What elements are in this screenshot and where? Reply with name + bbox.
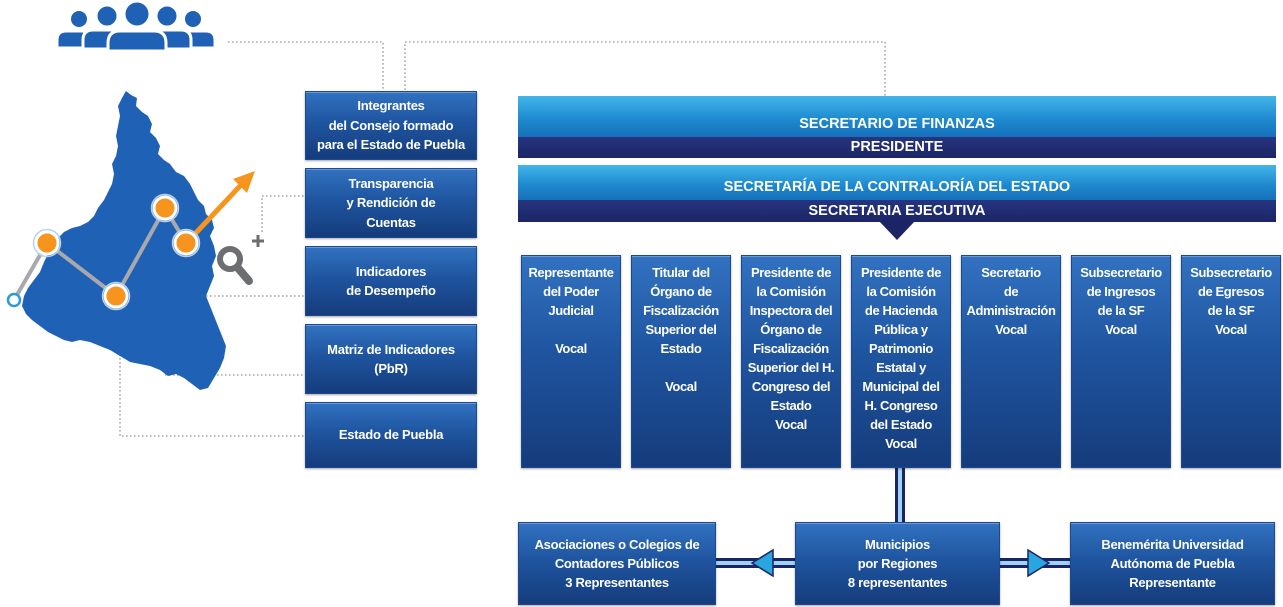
vocal-card-title: Subsecretario de Egresos de la SF <box>1190 265 1272 318</box>
vocal-role: Vocal <box>885 436 917 451</box>
left-connector <box>715 548 796 578</box>
president-role-band: PRESIDENTE <box>518 137 1276 158</box>
person-body <box>106 29 168 53</box>
data-point-marker <box>152 195 178 221</box>
vocal-card-judicial: Representante del Poder Judicial Vocal <box>521 255 621 468</box>
council-members-label: Integrantes del Consejo formado para el … <box>317 98 465 153</box>
accountants-associations-count: 3 Representantes <box>565 575 669 590</box>
indicator-matrix-label: Matriz de Indicadores (PbR) <box>327 341 455 377</box>
university-box: Benemérita Universidad Autónoma de Puebl… <box>1070 522 1275 605</box>
vocal-role: Vocal <box>995 322 1027 337</box>
transparency-label: Transparencia y Rendición de Cuentas <box>346 175 436 230</box>
state-label: Estado de Puebla <box>338 427 444 443</box>
performance-indicators-box: Indicadores de Desempeño <box>305 246 477 316</box>
president-title-band: SECRETARIO DE FINANZAS <box>518 96 1276 137</box>
connector-map-to-state <box>119 358 305 437</box>
arrow-right-icon <box>1027 548 1051 578</box>
magnifier-lens <box>217 246 243 272</box>
connector-council-to-president <box>404 41 886 96</box>
person-head <box>68 8 90 30</box>
executive-role: SECRETARIA EJECUTIVA <box>808 203 986 219</box>
data-point-marker <box>173 230 199 256</box>
vocal-card-expenditure: Subsecretario de Egresos de la SF Vocal <box>1181 255 1281 468</box>
vocal-card-fiscal-auditor: Titular del Órgano de Fiscalización Supe… <box>631 255 731 468</box>
right-connector <box>999 548 1071 578</box>
vocal-card-title: Secretario de Administración <box>966 265 1056 318</box>
start-point-marker <box>6 292 22 308</box>
vocal-role: Vocal <box>665 379 697 394</box>
magnifier-plus-icon <box>217 235 264 285</box>
vocal-card-title: Subsecretario de Ingresos de la SF <box>1080 265 1162 318</box>
connector-map-to-transparency <box>261 195 305 232</box>
municipalities-count: 8 representantes <box>847 575 948 590</box>
data-point-marker <box>34 230 60 256</box>
executive-title: SECRETARÍA DE LA CONTRALORÍA DEL ESTADO <box>723 179 1071 195</box>
trend-arrow-head <box>233 171 255 193</box>
vocal-card-inspection-commission: Presidente de la Comisión Inspectora del… <box>741 255 841 468</box>
municipalities-box: Municipios por Regiones 8 representantes <box>795 522 1000 605</box>
vocal-card-title: Presidente de la Comisión de Hacienda Pú… <box>860 265 942 432</box>
president-title: SECRETARIO DE FINANZAS <box>799 116 995 132</box>
accountants-associations-box: Asociaciones o Colegios de Contadores Pú… <box>518 522 716 605</box>
indicator-matrix-box: Matriz de Indicadores (PbR) <box>305 324 477 394</box>
people-group-icon <box>55 0 217 53</box>
connector-inner <box>898 467 902 523</box>
person-head <box>182 8 204 30</box>
person-head <box>122 0 152 29</box>
president-role: PRESIDENTE <box>850 139 944 155</box>
vocal-card-title: Titular del Órgano de Fiscalización Supe… <box>643 265 719 356</box>
performance-indicators-label: Indicadores de Desempeño <box>346 263 436 299</box>
trend-arrow-shaft <box>190 183 243 239</box>
executive-title-band: SECRETARÍA DE LA CONTRALORÍA DEL ESTADO <box>518 165 1276 200</box>
council-members-box: Integrantes del Consejo formado para el … <box>305 91 477 160</box>
university-label: Benemérita Universidad Autónoma de Puebl… <box>1101 537 1244 571</box>
trend-line-icon <box>6 171 255 311</box>
data-point-ring <box>150 193 180 223</box>
vocal-role: Vocal <box>1215 322 1247 337</box>
person-head <box>94 3 120 29</box>
plus-icon <box>252 235 264 247</box>
vocal-card-title: Representante del Poder Judicial <box>528 265 614 318</box>
person-head <box>154 3 180 29</box>
vocal-role: Vocal <box>1105 322 1137 337</box>
connector-people-to-council <box>228 41 384 90</box>
transparency-box: Transparencia y Rendición de Cuentas <box>305 168 477 238</box>
accountants-associations-label: Asociaciones o Colegios de Contadores Pú… <box>534 537 700 571</box>
university-representative: Representante <box>1129 575 1216 590</box>
vocal-card-administration: Secretario de Administración Vocal <box>961 255 1061 468</box>
data-point-ring <box>171 228 201 258</box>
municipalities-label: Municipios por Regiones <box>857 537 938 571</box>
magnifier-handle <box>234 264 253 285</box>
down-arrow-icon <box>879 221 915 240</box>
vocal-card-revenue: Subsecretario de Ingresos de la SF Vocal <box>1071 255 1171 468</box>
data-point-marker <box>103 283 129 309</box>
arrow-left-icon <box>750 548 774 578</box>
vocal-card-title: Presidente de la Comisión Inspectora del… <box>747 265 835 413</box>
puebla-map-icon <box>22 91 226 390</box>
vocal-role: Vocal <box>555 341 587 356</box>
vocal-role: Vocal <box>775 417 807 432</box>
data-point-ring <box>32 228 62 258</box>
vertical-connector <box>895 467 905 523</box>
data-point-ring <box>101 281 131 311</box>
state-box: Estado de Puebla <box>305 402 477 468</box>
executive-role-band: SECRETARIA EJECUTIVA <box>518 200 1276 222</box>
vocal-card-treasury-commission: Presidente de la Comisión de Hacienda Pú… <box>851 255 951 468</box>
